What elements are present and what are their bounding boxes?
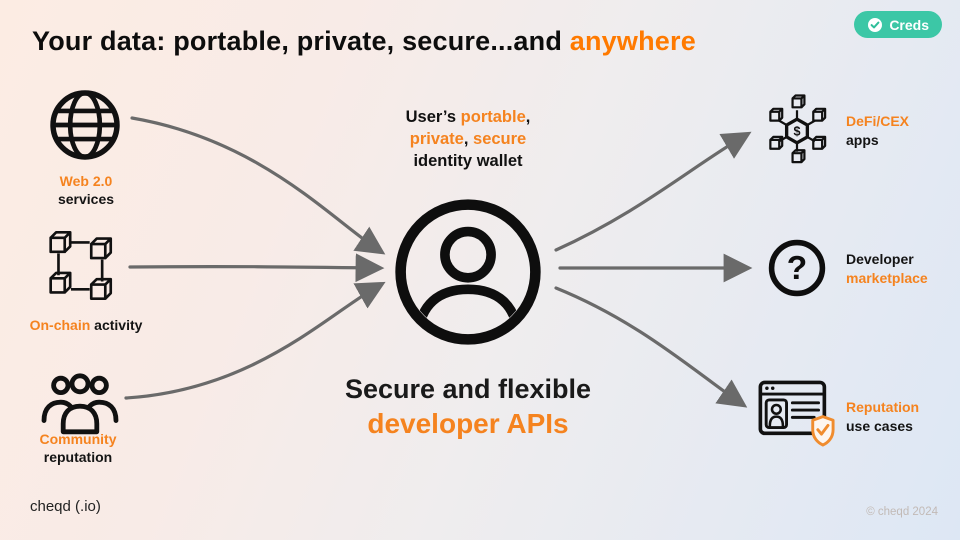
marketplace-label-line1: Developer — [846, 251, 914, 267]
wallet-caption: User’s portable, private, secure identit… — [352, 106, 584, 172]
arrow-web2-to-wallet — [130, 116, 386, 255]
community-icon — [41, 373, 119, 435]
creds-badge-label: Creds — [889, 16, 929, 33]
caption-private: private — [409, 130, 464, 149]
defi-network-icon: $ — [769, 94, 827, 164]
community-label: Community reputation — [16, 430, 140, 467]
caption-secure: secure — [473, 130, 527, 149]
marketplace-label-line2: marketplace — [846, 269, 928, 286]
onchain-label: On-chain activity — [2, 316, 170, 334]
onchain-label-primary: On-chain — [29, 317, 91, 333]
web2-label: Web 2.0 services — [26, 172, 146, 209]
svg-text:$: $ — [794, 124, 801, 138]
reputation-browser-icon — [758, 380, 835, 447]
caption-sep: , — [463, 130, 474, 149]
defi-label: DeFi/CEX apps — [846, 112, 956, 150]
globe-icon — [50, 90, 120, 160]
arrow-onchain-to-wallet — [128, 253, 385, 283]
arrow-wallet-to-reputation — [554, 286, 748, 408]
reputation-label-line2: use cases — [846, 417, 913, 434]
defi-label-line2: apps — [846, 131, 879, 148]
title-highlight: anywhere — [569, 26, 696, 56]
title-text: Your data: portable, private, secure...a… — [32, 26, 570, 56]
marketplace-label: Developer marketplace — [846, 250, 956, 288]
onchain-label-secondary: activity — [94, 317, 143, 333]
caption-users: User’s — [405, 108, 461, 126]
creds-badge: Creds — [854, 11, 942, 38]
reputation-label-line1: Reputation — [846, 399, 920, 415]
caption-portable: portable — [460, 108, 526, 126]
web2-label-secondary: services — [57, 191, 115, 208]
reputation-label: Reputation use cases — [846, 398, 956, 436]
question-mark-icon: ? — [768, 239, 826, 297]
svg-text:?: ? — [787, 250, 807, 287]
arrow-community-to-wallet — [124, 281, 386, 400]
page-title: Your data: portable, private, secure...a… — [32, 26, 892, 57]
blockchain-icon — [49, 231, 113, 300]
brand-footer: cheqd (.io) — [30, 498, 101, 515]
headline-line2: developer APIs — [367, 408, 569, 439]
headline-line1: Secure and flexible — [344, 374, 592, 404]
web2-label-primary: Web 2.0 — [59, 173, 113, 189]
creds-logo-icon — [868, 17, 883, 32]
identity-wallet-icon — [395, 199, 541, 345]
caption-comma: , — [525, 108, 531, 126]
community-label-primary: Community — [39, 431, 117, 447]
caption-identity-wallet: identity wallet — [413, 152, 523, 171]
defi-label-line1: DeFi/CEX — [846, 113, 910, 129]
copyright-note: © cheqd 2024 — [866, 506, 938, 518]
community-label-secondary: reputation — [43, 449, 113, 466]
arrow-wallet-to-defi — [554, 131, 752, 252]
